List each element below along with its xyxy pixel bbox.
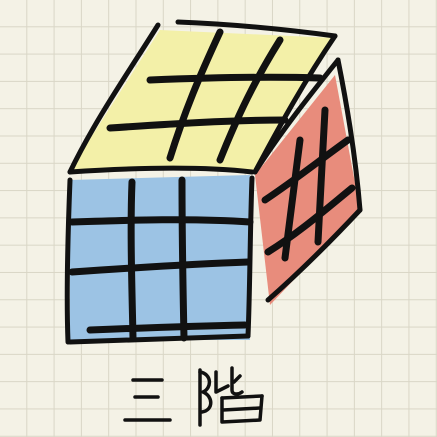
top-face-grid [106,28,324,164]
cube-front-face [70,175,250,340]
front-face-grid [68,176,254,342]
cube-side-face [255,75,360,305]
cube-outline [64,19,363,345]
side-face-grid [261,106,356,262]
